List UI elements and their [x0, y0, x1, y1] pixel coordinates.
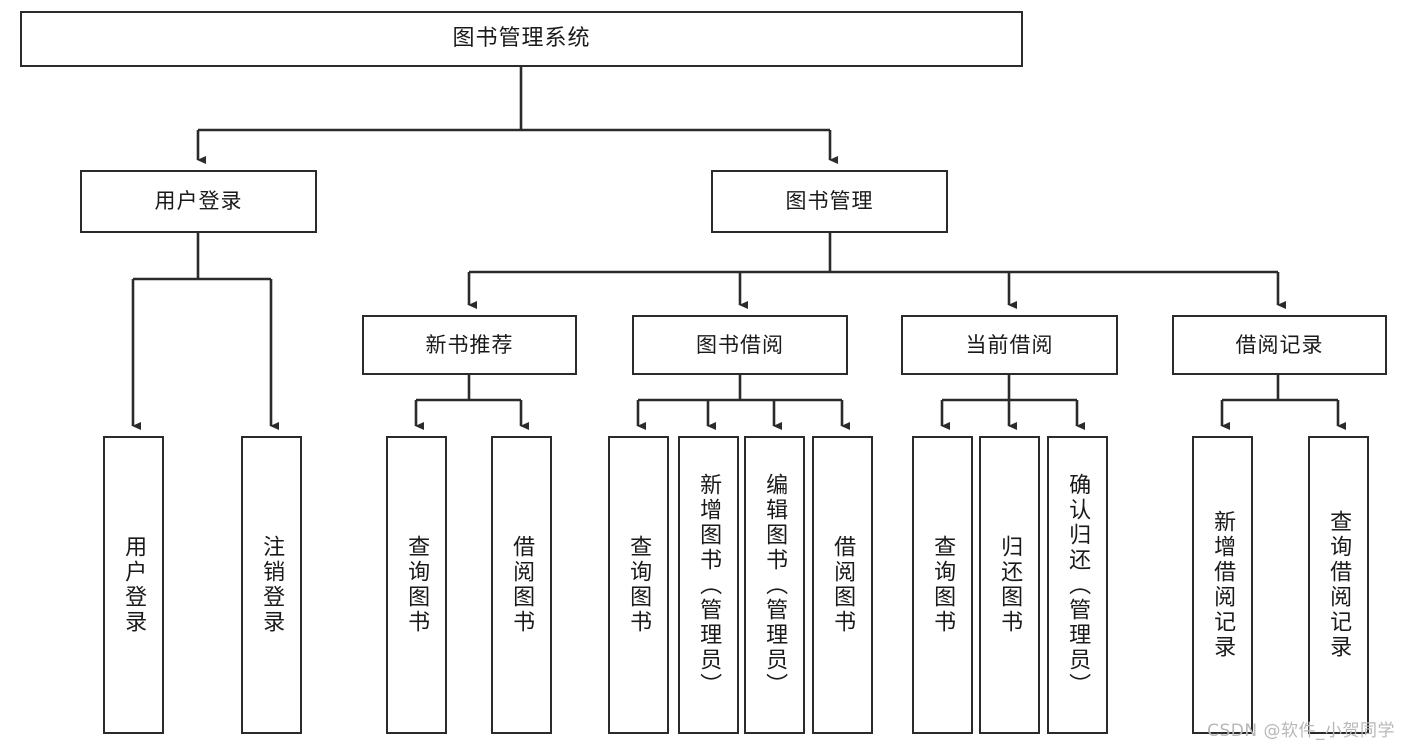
node-label: 注销登录	[259, 535, 285, 635]
node-user-login[interactable]: 用户登录	[80, 170, 317, 233]
node-leaf-add-book-admin[interactable]: 新增图书（管理员）	[678, 436, 739, 734]
node-leaf-borrow-book-borrow[interactable]: 借阅图书	[812, 436, 873, 734]
node-leaf-query-book-borrow[interactable]: 查询图书	[608, 436, 669, 734]
node-label: 新增借阅记录	[1210, 510, 1236, 660]
csdn-watermark: CSDN @软件_小贺同学	[1207, 721, 1395, 741]
node-label: 当前借阅	[965, 332, 1054, 357]
node-label: 图书管理	[785, 189, 874, 214]
node-leaf-query-book-current[interactable]: 查询图书	[912, 436, 973, 734]
node-label: 图书管理系统	[452, 26, 591, 52]
node-label: 用户登录	[121, 535, 147, 635]
node-label: 查询图书	[626, 535, 652, 635]
node-leaf-borrow-book-new[interactable]: 借阅图书	[491, 436, 552, 734]
node-leaf-logout-login[interactable]: 注销登录	[241, 436, 302, 734]
node-leaf-confirm-return-admin[interactable]: 确认归还（管理员）	[1047, 436, 1108, 734]
node-leaf-add-borrow-record[interactable]: 新增借阅记录	[1192, 436, 1253, 734]
node-borrow-record[interactable]: 借阅记录	[1172, 315, 1387, 375]
node-leaf-query-book-new[interactable]: 查询图书	[386, 436, 447, 734]
node-label: 查询图书	[930, 535, 956, 635]
node-leaf-query-borrow-record[interactable]: 查询借阅记录	[1308, 436, 1369, 734]
node-label: 查询图书	[404, 535, 430, 635]
node-label: 新增图书（管理员）	[696, 472, 722, 698]
node-label: 借阅记录	[1235, 332, 1324, 357]
node-label: 图书借阅	[696, 332, 784, 357]
node-label: 借阅图书	[509, 535, 535, 635]
node-label: 新书推荐	[425, 332, 514, 357]
node-label: 归还图书	[997, 535, 1023, 635]
node-label: 查询借阅记录	[1326, 510, 1352, 660]
node-current-borrow[interactable]: 当前借阅	[901, 315, 1118, 375]
node-leaf-user-login[interactable]: 用户登录	[103, 436, 164, 734]
node-leaf-edit-book-admin[interactable]: 编辑图书（管理员）	[744, 436, 805, 734]
node-book-manage[interactable]: 图书管理	[711, 170, 948, 233]
node-leaf-return-book[interactable]: 归还图书	[979, 436, 1040, 734]
node-new-book-recommend[interactable]: 新书推荐	[362, 315, 577, 375]
node-book-borrow[interactable]: 图书借阅	[632, 315, 848, 375]
node-label: 编辑图书（管理员）	[762, 472, 788, 698]
node-root-book-management-system[interactable]: 图书管理系统	[20, 11, 1023, 67]
node-label: 用户登录	[154, 189, 243, 214]
node-label: 确认归还（管理员）	[1065, 472, 1091, 698]
node-label: 借阅图书	[830, 535, 856, 635]
